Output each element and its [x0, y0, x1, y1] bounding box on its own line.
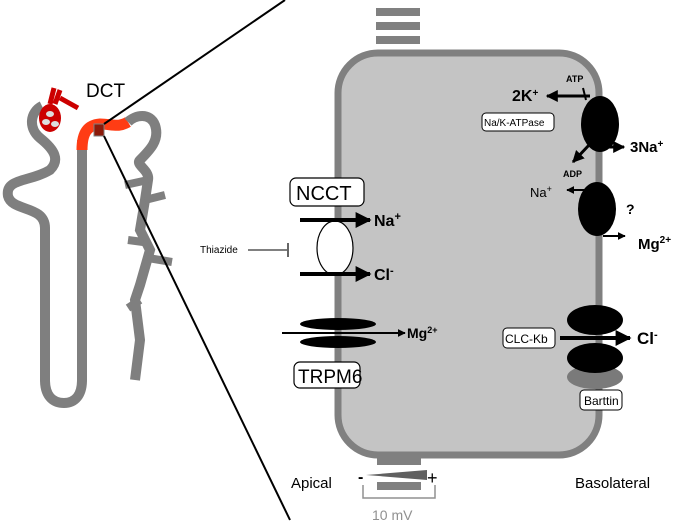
- glomerulus: [39, 87, 80, 132]
- voltage-bracket: [362, 485, 436, 499]
- cell-body: [334, 49, 603, 459]
- ncct-transporter: NCCT Na+ Cl- Thiazide: [200, 177, 401, 284]
- thiazide-label: Thiazide: [200, 245, 238, 256]
- atp-line: [582, 87, 587, 101]
- barttin-subunit: [567, 365, 623, 389]
- nak-atpase-pump: [581, 96, 619, 152]
- collecting-tubule: [124, 111, 162, 381]
- tight-junction-top-3: [376, 36, 420, 44]
- zoom-line-top: [103, 0, 286, 125]
- basolateral-label: Basolateral: [575, 475, 650, 492]
- trpm6-mg-ion: Mg2+: [407, 325, 437, 341]
- tight-junction-bottom-1: [377, 457, 421, 465]
- barttin-label: Barttin: [584, 394, 619, 408]
- ncct-na-ion: Na+: [374, 211, 401, 230]
- nephron: DCT: [2, 0, 291, 521]
- unknown-mark: ?: [626, 201, 635, 217]
- cl-out-ion: Cl-: [637, 329, 658, 348]
- k-ion: 2K+: [512, 88, 538, 105]
- cell: [334, 8, 603, 459]
- voltage-minus: -: [358, 469, 363, 486]
- na-out-ion: 3Na+: [630, 139, 664, 156]
- barttin-label-box: [579, 389, 623, 411]
- voltage-value: 10 mV: [372, 507, 413, 523]
- na-in-ion: Na+: [530, 184, 552, 200]
- proximal-tubule: [2, 101, 87, 409]
- trpm6-channel: Mg2+ TRPM6: [282, 318, 437, 389]
- trpm6-lower-subunit: [300, 336, 376, 348]
- nak-atpase-label-box: [481, 112, 555, 132]
- apical-label: Apical: [291, 475, 332, 492]
- adp-arrow: [571, 142, 592, 164]
- collecting-branches: [124, 176, 173, 312]
- atp-label: ATP: [566, 74, 583, 84]
- voltage-wedge: [366, 470, 427, 480]
- trpm6-label-box: [293, 361, 361, 389]
- nak-atpase: ATP 2K+ Na/K-ATPase ADP 3Na+: [481, 74, 664, 179]
- zoom-box: [93, 123, 105, 137]
- tight-junction-bottom-2: [377, 482, 421, 490]
- dct-label: DCT: [86, 81, 125, 102]
- nak-atpase-label: Na/K-ATPase: [484, 118, 545, 129]
- ncct-ellipse: [316, 220, 354, 276]
- trpm6-upper-subunit: [300, 318, 376, 330]
- ncct-label-box: [289, 177, 365, 207]
- zoom-line-bottom: [103, 135, 291, 521]
- voltage-plus: +: [427, 468, 438, 488]
- clc-kb-label-box: [502, 327, 556, 349]
- clc-kb-lower-subunit: [567, 343, 623, 373]
- mg-exchanger: Na+ ? Mg2+: [530, 182, 671, 253]
- clc-kb-channel: Cl- CLC-Kb Barttin: [502, 305, 658, 411]
- mg-out-ion: Mg2+: [638, 235, 671, 253]
- adp-label: ADP: [563, 169, 582, 179]
- clc-kb-upper-subunit: [567, 305, 623, 335]
- tight-junction-top-2: [376, 22, 420, 30]
- ncct-cl-ion: Cl-: [374, 265, 394, 284]
- trpm6-label: TRPM6: [298, 367, 362, 388]
- tight-junction-top-1: [376, 8, 420, 16]
- clc-kb-label: CLC-Kb: [505, 332, 548, 346]
- ncct-label: NCCT: [296, 183, 352, 205]
- voltage-indicator: - + 10 mV: [358, 457, 438, 523]
- mg-exchanger-protein: [578, 182, 616, 236]
